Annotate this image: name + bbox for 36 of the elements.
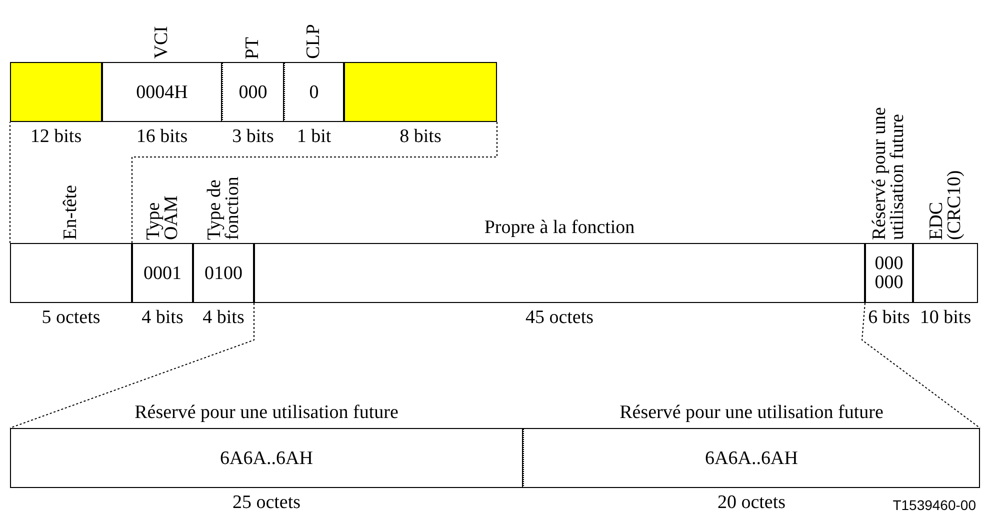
expansion-line [10, 302, 254, 428]
field-value: 0 [309, 82, 319, 102]
field-size: 4 bits [202, 307, 244, 329]
field-value: 0004H [136, 82, 188, 102]
field-name: Réservé pour une utilisation future [620, 404, 884, 422]
field-size: 5 octets [42, 307, 100, 329]
expansion-line [132, 122, 498, 244]
field-value: 0100 [204, 264, 242, 282]
field-size: 3 bits [232, 126, 274, 148]
field-name: Propre à la fonction [484, 218, 635, 237]
field-name: Type OAM [144, 194, 181, 240]
field-name: EDC (CRC10) [927, 169, 964, 240]
field-name: Type de fonction [205, 176, 242, 240]
field-value: 000 000 [874, 254, 904, 292]
field-name: CLP [304, 24, 324, 59]
field-size: 16 bits [136, 126, 188, 148]
field-name: En-tête [62, 185, 80, 240]
field-size: 6 bits [868, 307, 910, 329]
field-size: 12 bits [30, 126, 82, 148]
field-value: 6A6A..6AH [705, 448, 798, 468]
field-value: 0001 [144, 264, 182, 282]
field-name: VCI [152, 26, 172, 59]
field-size: 25 octets [232, 492, 301, 514]
field-size: 1 bit [296, 126, 332, 148]
field-name: PT [244, 36, 262, 59]
field-size: 8 bits [400, 126, 442, 148]
field-value: 6A6A..6AH [220, 448, 313, 468]
field-size: 4 bits [142, 307, 184, 329]
field-name: Réservé pour une utilisation future [134, 404, 398, 422]
field-size: 45 octets [525, 307, 594, 329]
figure-number: T1539460-00 [892, 497, 976, 513]
field-name: Réservé pour une utilisation future [870, 106, 908, 240]
field-size: 10 bits [920, 307, 972, 329]
expansion-line [861, 302, 980, 428]
field-value: 000 [238, 82, 268, 102]
field-size: 20 octets [717, 492, 786, 514]
